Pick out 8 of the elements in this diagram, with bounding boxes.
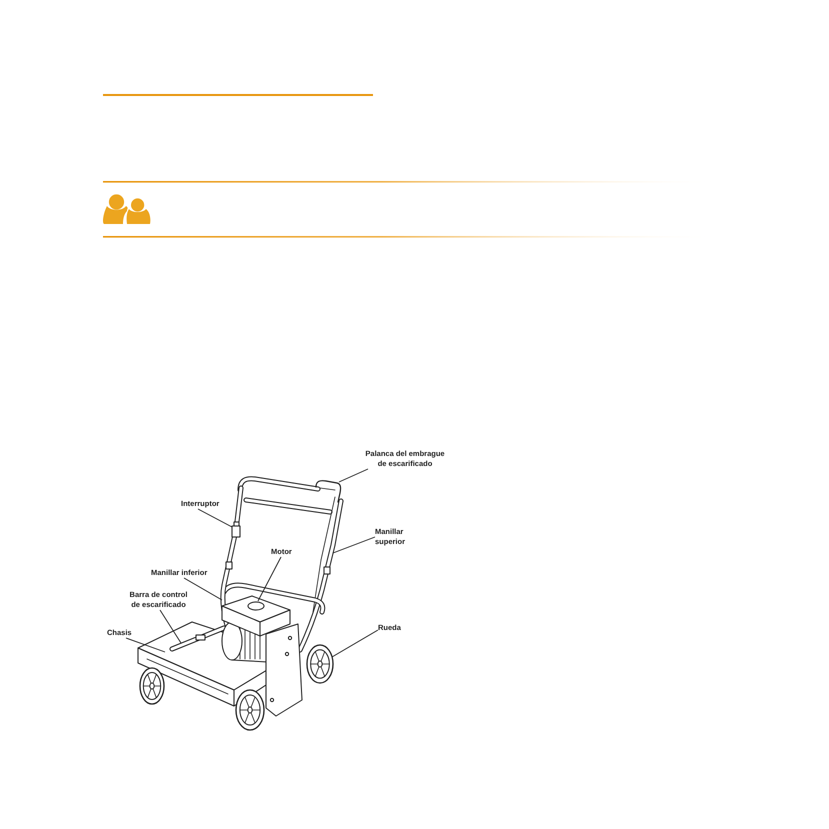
leader-line — [184, 578, 222, 600]
leader-line — [160, 610, 182, 644]
leader-line — [332, 536, 376, 554]
leader-line — [126, 638, 166, 652]
leader-line — [332, 630, 378, 658]
leader-line — [198, 508, 232, 528]
leader-line — [338, 468, 368, 482]
leader-line — [258, 556, 282, 602]
